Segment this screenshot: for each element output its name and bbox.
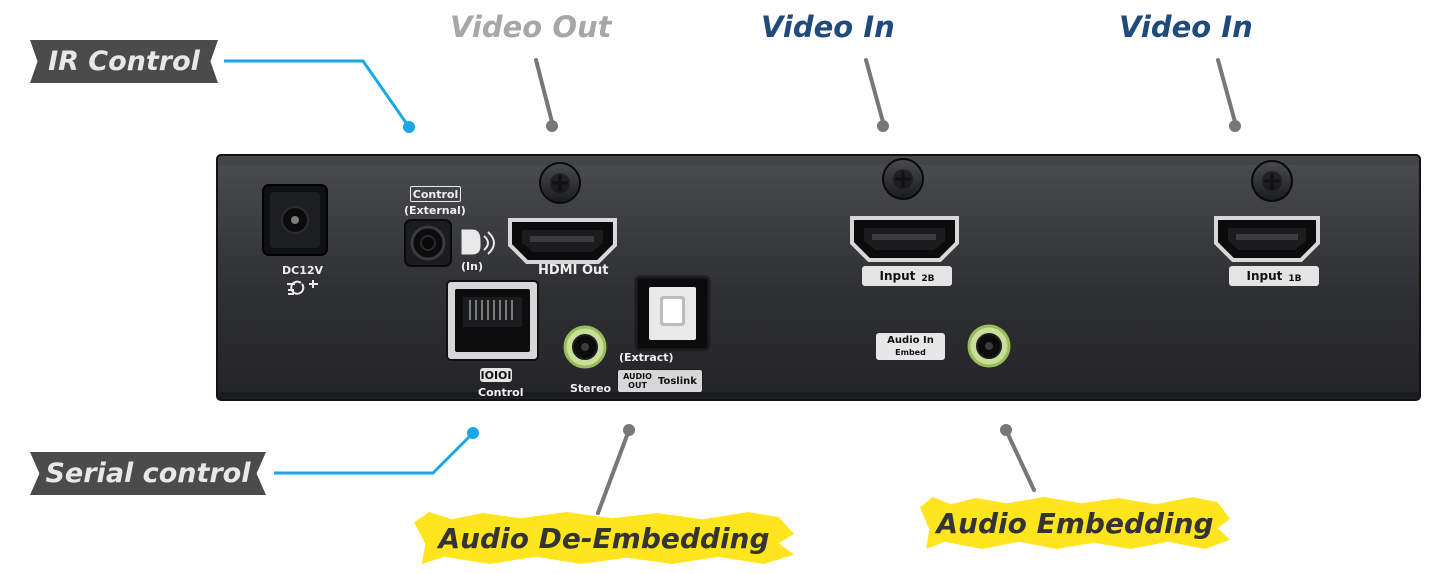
audio-jack-icon	[563, 325, 607, 369]
callout-connectors	[224, 58, 1241, 515]
audio-de-embedding-banner: Audio De-Embedding	[414, 512, 794, 564]
embed-label: Embed	[895, 348, 926, 357]
ir-sensor-icon	[461, 229, 495, 255]
audio-in-badge: Audio In Embed	[876, 333, 945, 360]
screw-icon	[882, 158, 924, 200]
serial-control-tag: Serial control	[30, 452, 266, 495]
video-out-connector	[534, 58, 558, 132]
input-2b-label: Input	[879, 269, 916, 283]
audio-in-label: Audio In	[887, 335, 934, 346]
dc-label: DC12V	[282, 264, 324, 277]
screw-icon	[1251, 160, 1293, 202]
ir-jack-icon	[404, 219, 452, 267]
serial-control-connector	[274, 427, 479, 475]
audio-out-label: AUDIO OUT	[623, 372, 652, 390]
hdmi-port-icon	[1214, 216, 1320, 262]
input-1b-badge: Input 1B	[1229, 266, 1319, 286]
video-out-label: Video Out	[450, 10, 612, 44]
toslink-label: Toslink	[657, 375, 697, 387]
audio-de-embedding-connector	[596, 424, 635, 515]
screw-icon	[539, 162, 581, 204]
input-1b-label: Input	[1246, 269, 1283, 283]
dc-jack-icon	[262, 184, 328, 295]
serial-control-label: Control	[478, 386, 524, 399]
hdmi-port-icon	[850, 216, 959, 262]
stereo-label: Stereo	[570, 382, 612, 395]
dc-polarity-icon	[287, 280, 318, 295]
serial-icon: IOIOI	[480, 368, 512, 382]
video-in-connector-1	[864, 58, 889, 132]
audio-embedding-connector	[1000, 424, 1036, 492]
video-in-connector-2	[1216, 58, 1241, 132]
input-1b-sub: 1B	[1288, 274, 1302, 284]
video-in-label-1: Video In	[761, 10, 895, 44]
audio-out-badge: AUDIO OUT Toslink	[617, 369, 703, 393]
rj45-port-icon	[446, 280, 539, 361]
input-2b-sub: 2B	[921, 274, 935, 284]
input-2b-badge: Input 2B	[862, 266, 952, 286]
toslink-port-icon	[634, 275, 711, 352]
audio-jack-icon	[967, 324, 1011, 368]
audio-embedding-banner: Audio Embedding	[920, 497, 1230, 549]
control-external-label: (External)	[404, 204, 466, 217]
video-in-label-2: Video In	[1119, 10, 1253, 44]
control-external-title: Control	[410, 186, 461, 202]
hdmi-out-label: HDMI Out	[538, 263, 609, 278]
ir-in-label: (In)	[461, 260, 483, 273]
ir-control-connector	[224, 59, 415, 133]
hdmi-port-icon	[508, 218, 617, 264]
ir-control-tag: IR Control	[30, 40, 218, 83]
extract-label: (Extract)	[619, 351, 674, 364]
